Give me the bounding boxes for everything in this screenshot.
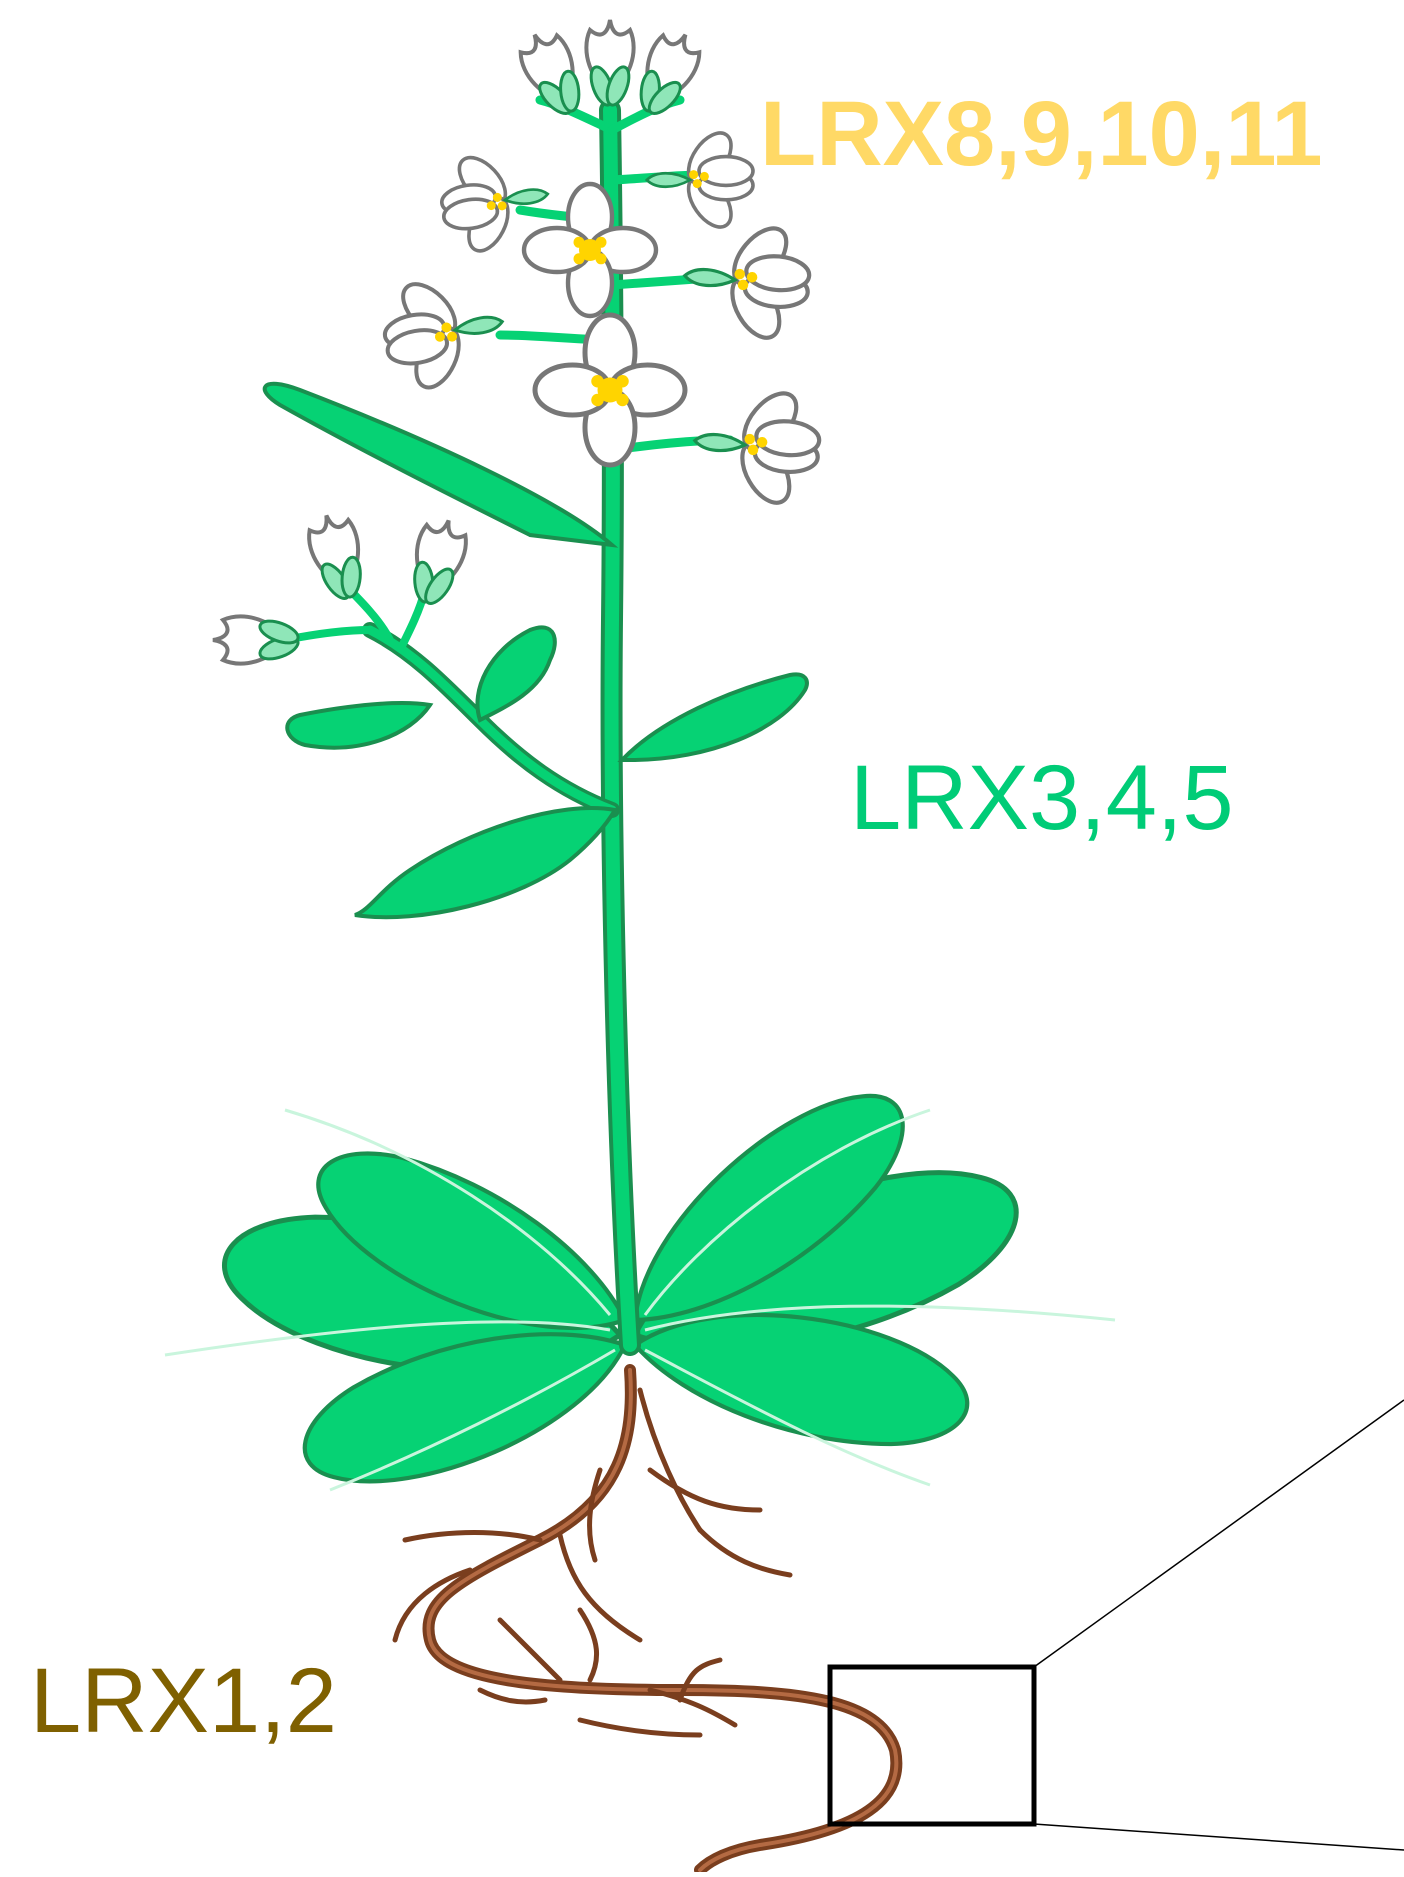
main-stem [610,110,630,1345]
flower-lrx-label: LRX8,9,10,11 [760,88,1323,180]
root-zoom-box [830,1400,1404,1850]
side-branch [285,580,612,810]
root-lrx-label: LRX1,2 [30,1655,337,1747]
stem-lrx-label: LRX3,4,5 [850,752,1234,844]
stem-leaves [265,384,807,917]
flowers [213,20,824,664]
